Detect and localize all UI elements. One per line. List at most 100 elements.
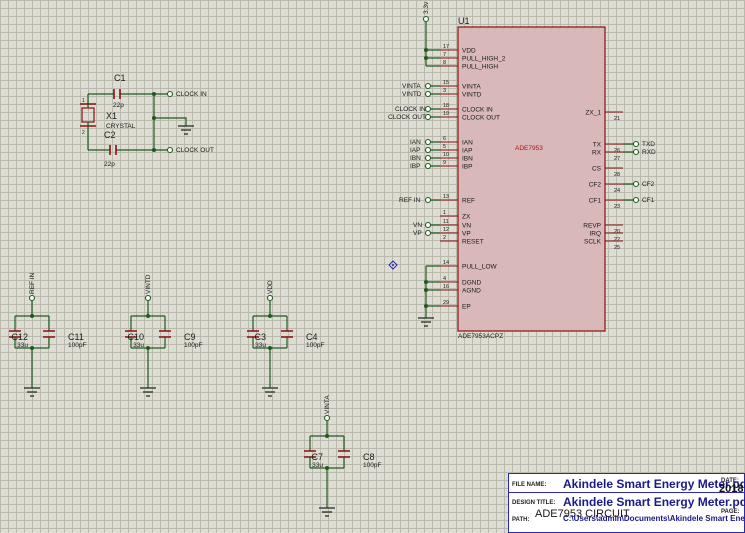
ceramic-capacitor[interactable]: [281, 330, 293, 338]
electrolytic-capacitor[interactable]: [304, 450, 316, 458]
probe-marker-icon[interactable]: [388, 260, 398, 270]
term-rxd[interactable]: [632, 148, 640, 156]
pin-number: 16: [443, 284, 449, 290]
term-clock-in-xtal[interactable]: [166, 90, 174, 98]
net-terminal[interactable]: [323, 414, 331, 422]
design-subtitle: ADE7953 CIRCUIT: [535, 508, 630, 520]
pin-label: VINTD: [462, 92, 482, 99]
ic-right-terminals: TXD RXD CF2 CF1: [623, 140, 656, 204]
ic-body[interactable]: [457, 26, 606, 332]
page-label: PAGE:: [721, 509, 740, 515]
cap-small-ref: C9: [184, 332, 196, 342]
net-terminal[interactable]: [266, 294, 274, 302]
ceramic-capacitor[interactable]: [338, 450, 350, 458]
term-cf2[interactable]: [632, 180, 640, 188]
pin-label: IBP: [462, 164, 472, 171]
pin-label: IAP: [462, 148, 472, 155]
c2-capacitor[interactable]: [109, 145, 117, 155]
pin-label: IRQ: [589, 231, 601, 238]
net-terminal[interactable]: [28, 294, 36, 302]
cap-big-ref: C3: [254, 332, 266, 342]
ic-pin-zx[interactable]: 1ZX: [440, 210, 471, 221]
ic-name: ADE7953: [515, 145, 543, 152]
supply-label: 3.3v: [423, 1, 430, 14]
term-vn[interactable]: [424, 221, 432, 229]
electrolytic-capacitor[interactable]: [9, 330, 21, 338]
pin-label: REVP: [583, 223, 601, 230]
pin-number: 4: [443, 276, 446, 282]
supply-terminal[interactable]: [422, 15, 430, 23]
electrolytic-capacitor[interactable]: [125, 330, 137, 338]
cap-small-ref: C8: [363, 452, 375, 462]
x1-crystal[interactable]: [80, 103, 96, 127]
net-clock-out-xtal: CLOCK OUT: [176, 147, 214, 154]
ceramic-capacitor[interactable]: [159, 330, 171, 338]
term-vp[interactable]: [424, 229, 432, 237]
crystal-circuit[interactable]: CLOCK IN CLOCK OUT C1 22p C2 22p X1 CRYS…: [80, 73, 214, 168]
term-iap[interactable]: [424, 146, 432, 154]
pin-label: TX: [593, 142, 602, 149]
term-clock-out-xtal[interactable]: [166, 146, 174, 154]
ceramic-capacitor[interactable]: [43, 330, 55, 338]
term-ibp[interactable]: [424, 162, 432, 170]
term-ref-in[interactable]: [424, 196, 432, 204]
ic-u1[interactable]: U1 ADE7953 ADE7953ACPZ 17VDD7PULL_HIGH_2…: [440, 16, 623, 340]
title-row-divider: [509, 492, 744, 493]
pin-number: 1: [443, 210, 446, 216]
pin-label: CF1: [589, 198, 602, 205]
pin-number: 19: [443, 111, 449, 117]
pin-label: PULL_LOW: [462, 264, 498, 271]
term-vintd[interactable]: [424, 90, 432, 98]
pin-label: CLOCK IN: [462, 107, 493, 114]
net-terminal[interactable]: [144, 294, 152, 302]
electrolytic-capacitor[interactable]: [247, 330, 259, 338]
term-cf1[interactable]: [632, 196, 640, 204]
term-ian[interactable]: [424, 138, 432, 146]
net-clock-in-ic: CLOCK IN: [395, 106, 426, 113]
path-label: PATH:: [512, 517, 530, 523]
net-vintd: VINTD: [402, 91, 422, 98]
net-iap: IAP: [410, 147, 420, 154]
c1-capacitor[interactable]: [113, 89, 121, 99]
term-ibn[interactable]: [424, 154, 432, 162]
term-vinta[interactable]: [424, 82, 432, 90]
term-clock-in[interactable]: [424, 105, 432, 113]
c2-value: 22p: [104, 161, 115, 168]
term-clock-out[interactable]: [424, 113, 432, 121]
term-txd[interactable]: [632, 140, 640, 148]
